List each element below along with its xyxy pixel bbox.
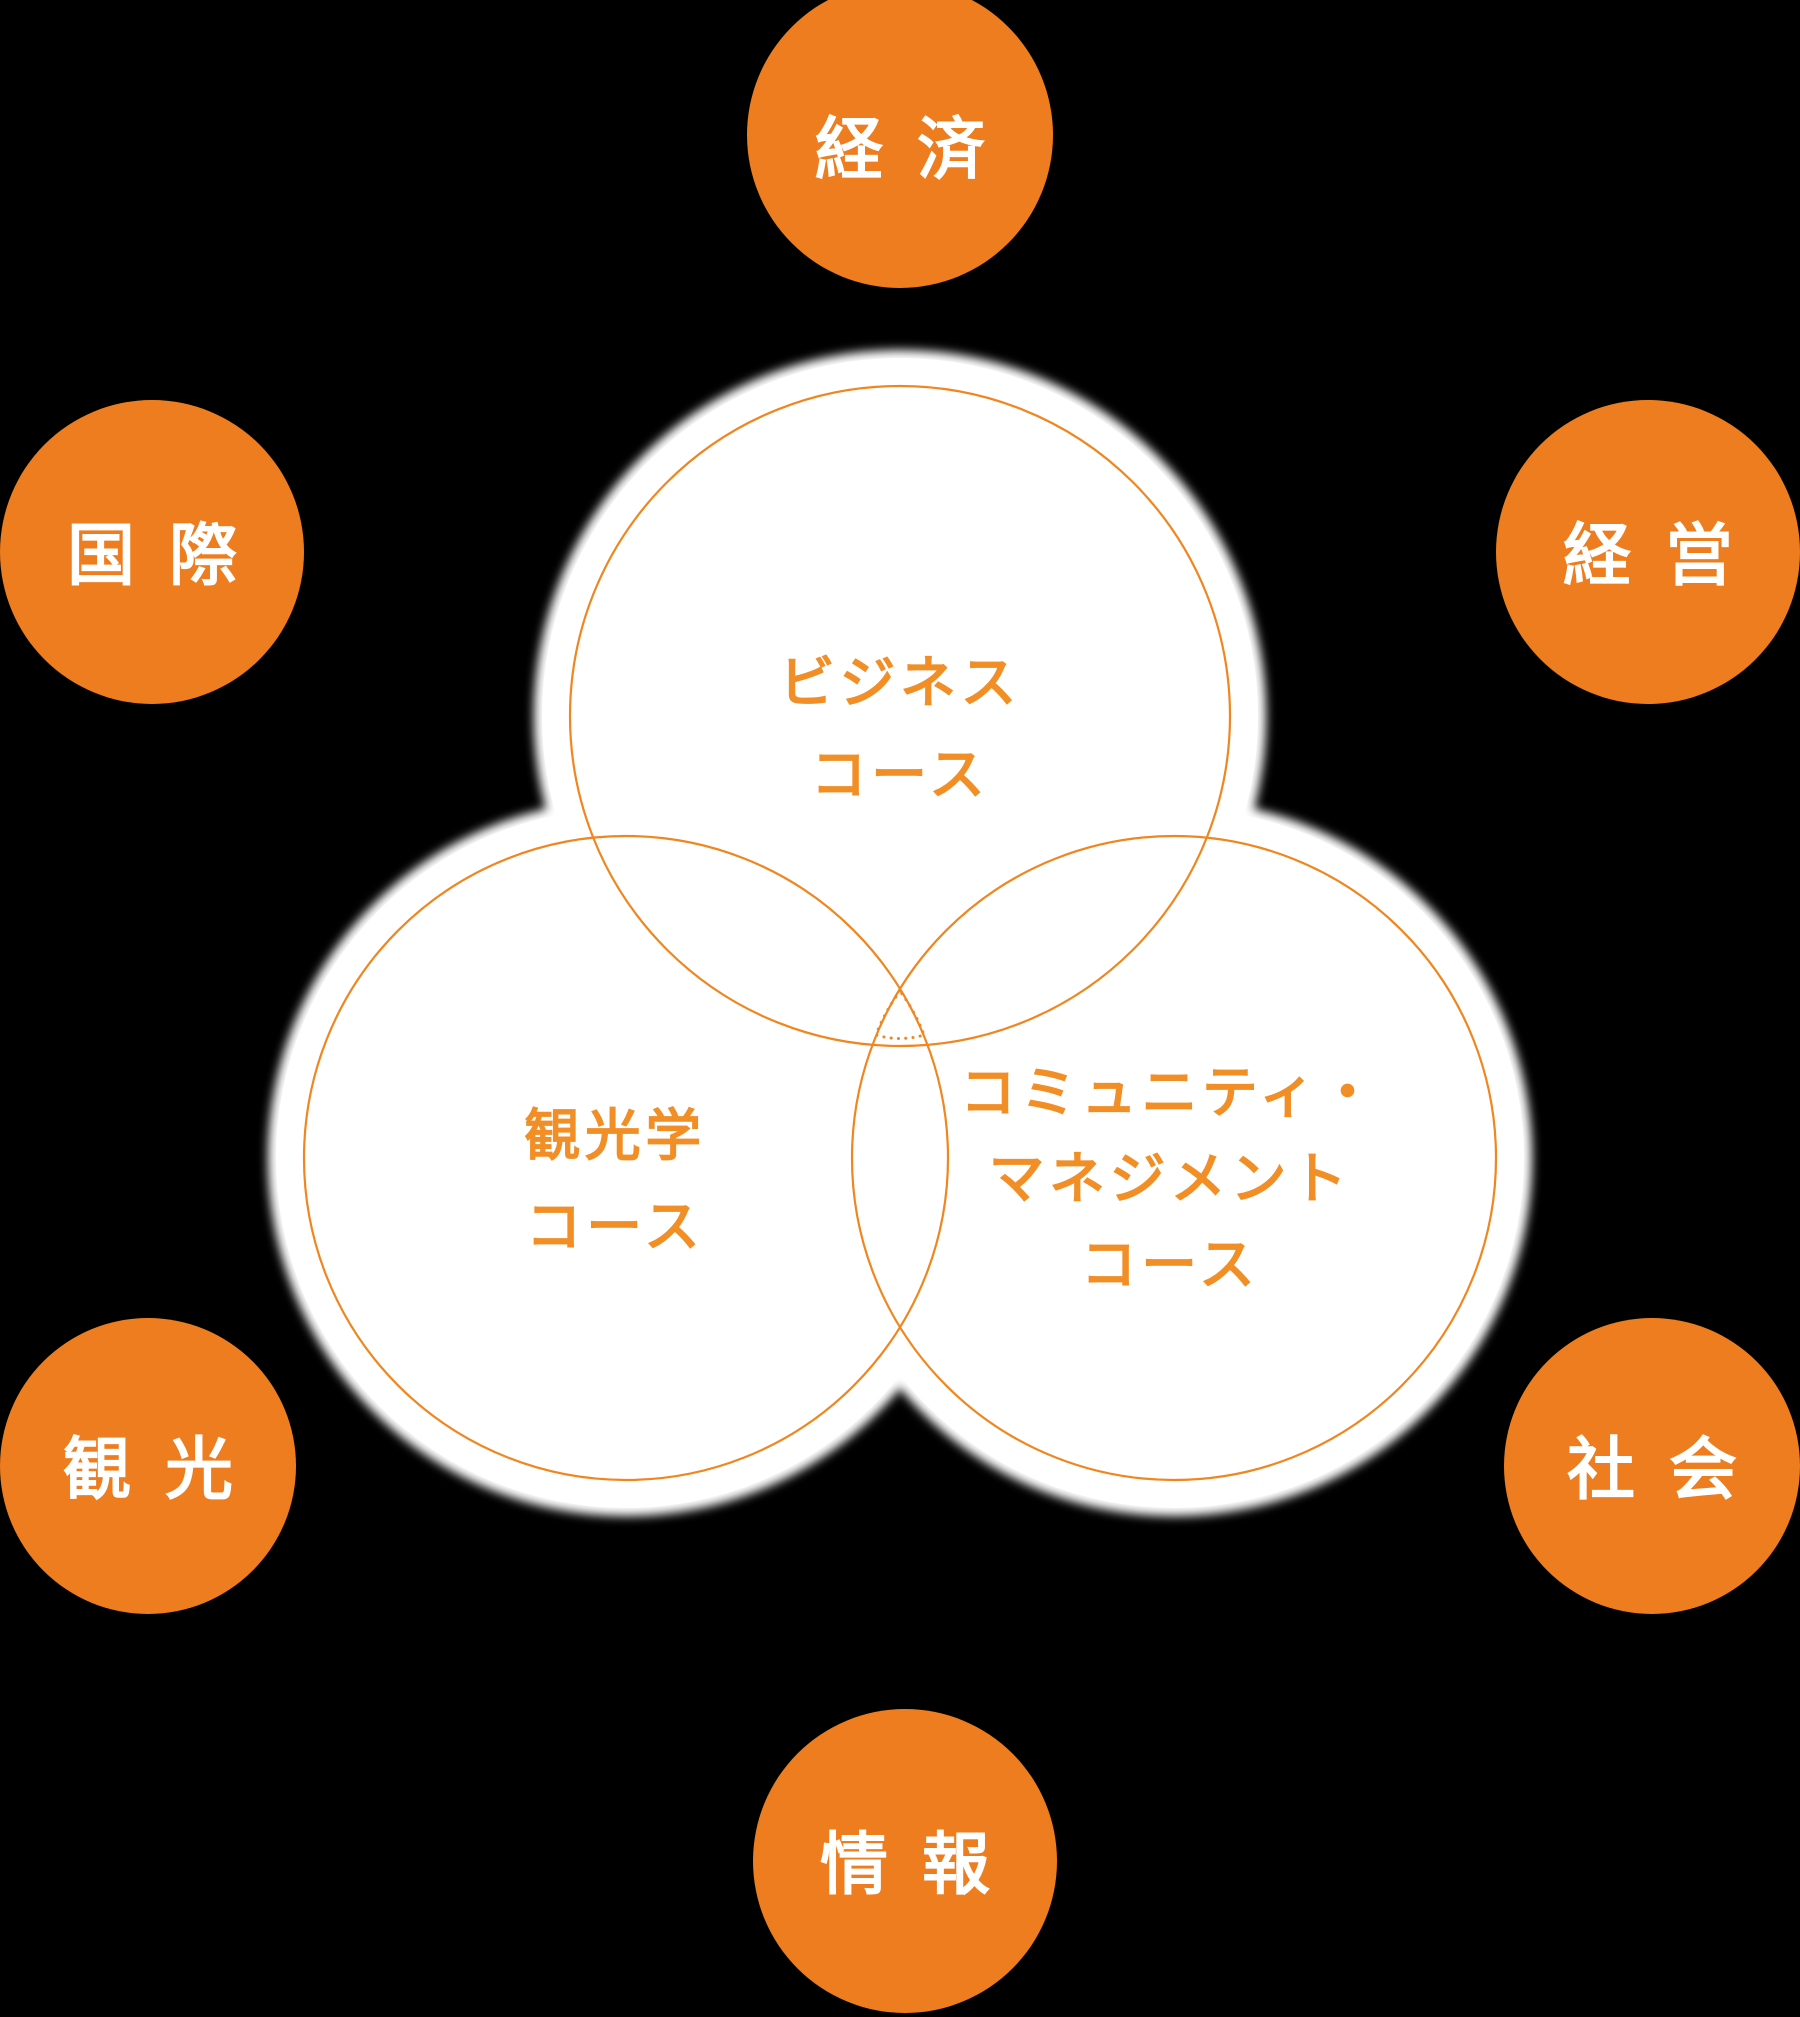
venn-business-label-line1: ビジネス	[779, 653, 1021, 715]
satellite-international-label: 国際	[67, 518, 271, 594]
satellite-international-disc	[0, 400, 304, 704]
satellite-economics: 経済	[747, 0, 1053, 288]
satellite-tourism-label: 観光	[63, 1432, 267, 1508]
venn-community-management-circle	[850, 834, 1498, 1482]
satellite-information: 情報	[753, 1709, 1057, 2013]
venn-disc-group	[276, 358, 1524, 1508]
venn-outline-group	[302, 384, 1498, 1482]
venn-community-management-label-line3: コース	[1081, 1235, 1260, 1297]
satellite-economics-label: 経済	[815, 112, 1019, 188]
venn-business-label-line2: コース	[811, 745, 990, 807]
satellite-management-label: 経営	[1563, 518, 1767, 594]
venn-community-management-label-line2: マネジメント	[989, 1149, 1352, 1211]
satellite-information-label: 情報	[820, 1827, 1024, 1903]
center-dotted-triangle	[874, 988, 926, 1040]
venn-tourism-studies-label-line1: 観光学	[524, 1106, 705, 1168]
satellite-international: 国際	[0, 400, 304, 704]
satellite-management-disc	[1496, 400, 1800, 704]
satellite-tourism: 観光	[0, 1318, 296, 1614]
venn-tourism-studies-label-line2: コース	[526, 1197, 705, 1259]
venn-tourism-studies-circle	[302, 834, 950, 1482]
venn-business-circle	[568, 384, 1232, 1048]
satellite-tourism-disc	[0, 1318, 296, 1614]
satellite-society-disc	[1504, 1318, 1800, 1614]
satellite-society: 社会	[1504, 1318, 1800, 1614]
venn-tourism-studies-disc	[276, 808, 976, 1508]
satellite-management: 経営	[1496, 400, 1800, 704]
satellite-information-disc	[753, 1709, 1057, 2013]
satellite-economics-disc	[747, 0, 1053, 288]
venn-community-management-label-line1: コミュニティ・	[960, 1063, 1380, 1125]
venn-label-group: ビジネス コース 観光学 コース コミュニティ・ マネジメント コース	[524, 653, 1380, 1297]
satellite-society-label: 社会	[1567, 1432, 1771, 1508]
venn-community-management-disc	[824, 808, 1524, 1508]
